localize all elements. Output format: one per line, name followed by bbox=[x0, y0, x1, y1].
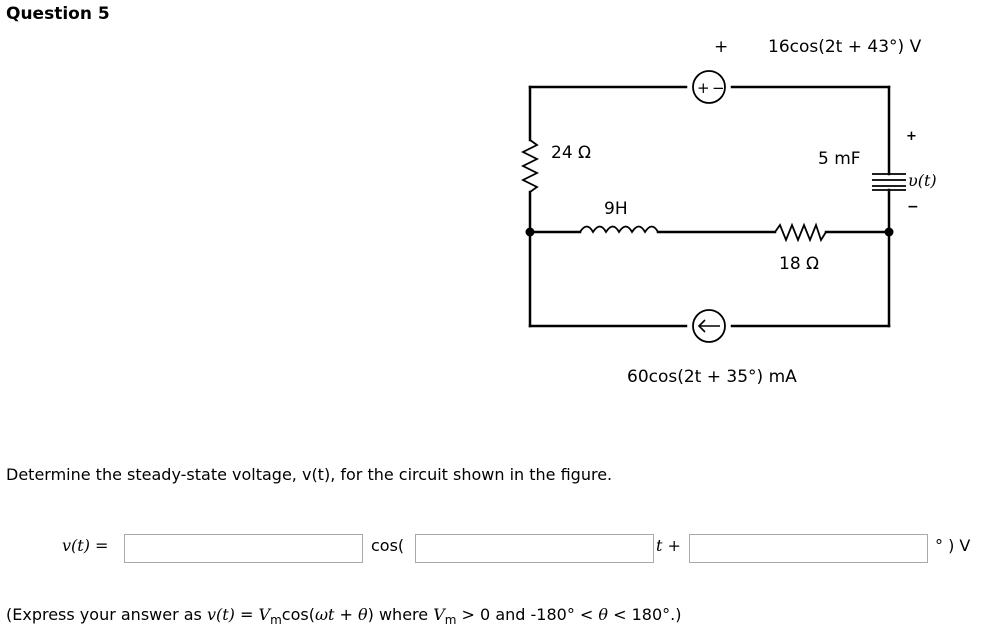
capacitor-label: 5 mF bbox=[818, 149, 861, 169]
voltage-source-label: 16cos(2t + 43°) V bbox=[768, 37, 922, 57]
answer-format-note: (Express your answer as v(t) = Vmcos(ωt … bbox=[6, 605, 682, 628]
output-minus-sign: − bbox=[907, 199, 919, 215]
resistor-18-label: 18 Ω bbox=[779, 254, 819, 274]
inductor-9h bbox=[579, 225, 659, 234]
resistor-24-ohm bbox=[520, 139, 540, 193]
amplitude-input[interactable] bbox=[124, 534, 363, 563]
current-source-label: 60cos(2t + 35°) mA bbox=[627, 367, 797, 387]
cos-open-label: cos( bbox=[371, 536, 405, 555]
output-voltage-label: υ(t) bbox=[908, 171, 937, 190]
phase-input[interactable] bbox=[689, 534, 928, 563]
resistor-24-label: 24 Ω bbox=[551, 143, 591, 163]
source-plus-sign: + bbox=[697, 79, 710, 97]
units-label: ° ) V bbox=[935, 536, 971, 555]
junction-dot-right bbox=[884, 227, 894, 237]
output-plus-sign: + bbox=[906, 129, 917, 144]
arrow-left-icon bbox=[697, 319, 720, 333]
junction-dot-left bbox=[525, 227, 535, 237]
voltage-source bbox=[692, 70, 726, 104]
inductor-label: 9H bbox=[604, 199, 628, 219]
resistor-18-ohm bbox=[774, 222, 827, 243]
omega-input[interactable] bbox=[415, 534, 654, 563]
vt-label: v(t) = bbox=[62, 536, 109, 555]
t-plus-label: t + bbox=[656, 536, 681, 555]
capacitor-5mf bbox=[872, 173, 906, 191]
voltage-source-plus: + bbox=[714, 37, 728, 57]
source-minus-sign: − bbox=[712, 79, 725, 97]
problem-statement: Determine the steady-state voltage, v(t)… bbox=[6, 465, 613, 484]
question-title: Question 5 bbox=[6, 4, 110, 24]
circuit-diagram: + − + 16cos(2t + 43°) V 24 Ω 9H 18 Ω 5 m… bbox=[520, 37, 937, 387]
